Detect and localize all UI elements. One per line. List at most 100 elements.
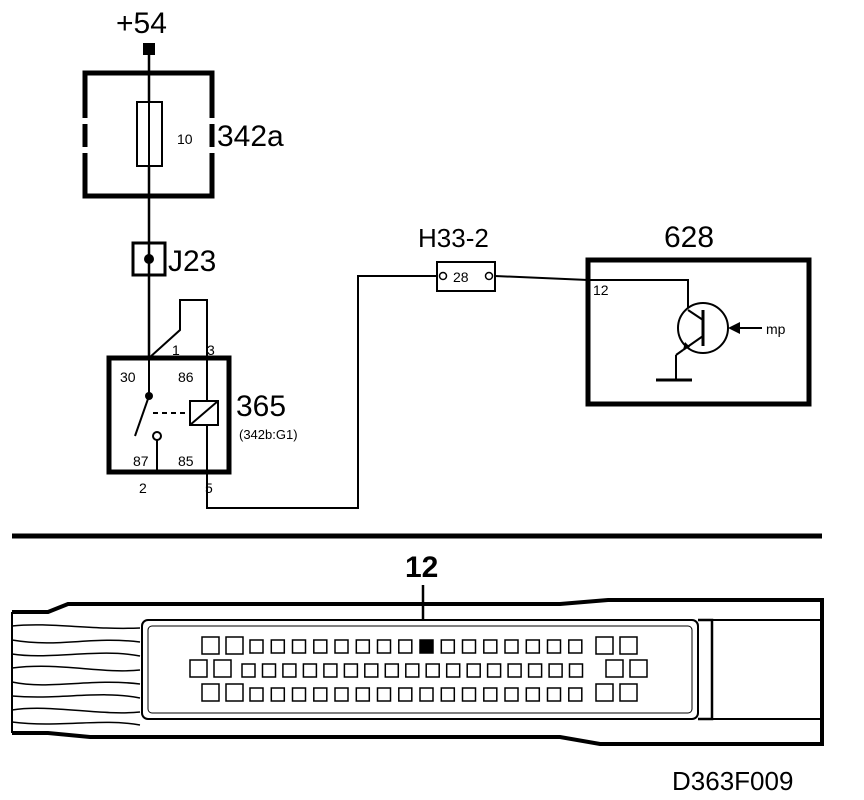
relay-subtitle: (342b:G1) [239,427,298,442]
ecu-signal-pin [440,687,456,702]
ecu-signal-pin [525,687,541,702]
ecu-power-pin [189,659,208,678]
relay-label: 365 [236,390,286,423]
fuse-number: 10 [177,131,193,147]
fuse-block-label: 342a [217,120,284,153]
ecu-signal-pin [504,639,519,654]
control-unit-box [585,257,812,407]
transistor-collector [687,309,704,321]
relay-pin-5: 5 [205,480,213,496]
relay-pin-1: 1 [172,342,180,358]
relay-switch-blade [134,395,150,437]
control-unit-pin: 12 [593,282,609,298]
ecu-signal-pin [291,639,307,654]
ecu-power-pin [225,636,244,655]
ecu-highlight-pin-label: 12 [405,551,438,584]
ecu-signal-pin [546,687,562,702]
ecu-signal-pin [355,639,371,654]
ecu-connector-clip [698,618,714,721]
ecu-signal-pin [355,687,371,702]
relay-pin-30: 30 [120,369,136,385]
ecu-signal-pin [334,639,349,654]
ecu-signal-pin [384,663,400,678]
ecu-signal-pin [323,663,338,678]
relay-box [106,355,232,475]
ecu-signal-pin [486,663,502,678]
ecu-signal-pin [445,663,461,678]
ecu-pin-field [189,636,648,702]
control-unit-label: 628 [664,221,714,254]
connector-label: H33-2 [418,223,489,253]
ecu-signal-pin [525,639,541,654]
ecu-signal-pin [313,687,328,702]
junction-label: J23 [168,245,216,278]
ecu-pin-highlighted [419,639,434,654]
ecu-signal-pin [343,663,359,678]
ecu-signal-pin [270,639,286,654]
relay-pin-86: 86 [178,369,194,385]
fuse-box-outline [82,70,215,199]
ecu-power-pin [629,659,648,678]
ecu-signal-pin [419,687,434,702]
ecu-signal-pin [466,663,481,678]
ecu-signal-pin [249,639,264,654]
ecu-power-pin [619,636,638,655]
ecu-signal-pin [548,663,563,678]
signal-arrow [728,322,740,334]
ecu-signal-pin [461,687,477,702]
relay-switch-contact [152,431,162,441]
cable-bundle [11,624,141,726]
ecu-signal-pin [483,687,498,702]
ecu-signal-pin [398,639,413,654]
transistor-emitter-arrow [683,342,690,350]
ecu-signal-pin [376,639,392,654]
ecu-signal-pin [461,639,477,654]
ecu-signal-pin [241,663,256,678]
ecu-signal-pin [313,639,328,654]
ecu-signal-pin [364,663,379,678]
ecu-connector-housing [12,598,824,746]
connector-pin-out [484,271,494,281]
ecu-power-pin [225,683,244,702]
ecu-signal-pin [546,639,562,654]
ecu-power-pin [619,683,638,702]
ecu-signal-pin [334,687,349,702]
ecu-signal-pin [568,639,583,654]
ecu-signal-pin [527,663,543,678]
relay-pin-3: 3 [207,342,215,358]
ecu-signal-pin [282,663,297,678]
ecu-signal-pin [405,663,420,678]
ecu-power-pin [595,636,614,655]
ecu-signal-pin [504,687,519,702]
supply-terminal [143,43,155,55]
wire-connector-to-ecu [494,275,689,310]
connector-pin-in [438,271,448,281]
connector-pin: 28 [453,269,469,285]
ecu-signal-pin [376,687,392,702]
drawing-code: D363F009 [672,766,793,796]
ecu-power-pin [201,683,220,702]
relay-pin-87: 87 [133,453,149,469]
ecu-signal-pin [568,663,584,678]
ecu-power-pin [213,659,232,678]
ecu-signal-pin [398,687,413,702]
ecu-signal-pin [270,687,286,702]
ecu-signal-pin [249,687,264,702]
supply-label: +54 [116,7,167,40]
ecu-signal-pin [440,639,456,654]
wire-relay-to-connector [206,275,437,509]
junction-node [144,254,154,264]
relay-pin-85: 85 [178,453,194,469]
ecu-signal-pin [568,687,583,702]
ecu-signal-pin [302,663,318,678]
relay-jumper-wire [148,299,208,359]
ecu-power-pin [595,683,614,702]
ecu-power-pin [201,636,220,655]
ecu-signal-pin [483,639,498,654]
ecu-signal-pin [425,663,440,678]
relay-pin-2: 2 [139,480,147,496]
signal-label: mp [766,321,786,337]
ecu-power-pin [605,659,624,678]
